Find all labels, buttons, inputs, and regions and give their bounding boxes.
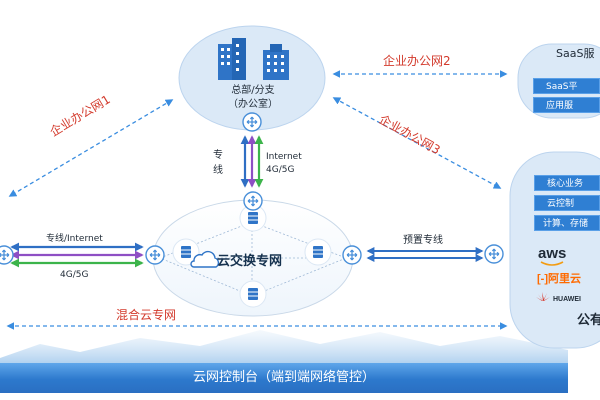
cloud-network-console-bar: 云网控制台（端到端网络管控） — [0, 363, 568, 393]
ground-glow — [0, 330, 568, 363]
hq-router-icon — [242, 112, 262, 132]
aliyun-logo-text: 阿里云 — [548, 273, 581, 285]
console-label: 云网控制台（端到端网络管控） — [192, 370, 375, 385]
core-business-bar: 核心业务 — [534, 175, 600, 191]
office-net-2-label: 企业办公网2 — [383, 54, 451, 68]
hybrid-cloud-label: 混合云专网 — [116, 308, 177, 322]
saas-app-service-bar: 应用服 — [533, 97, 600, 113]
building-icon-2 — [263, 44, 289, 80]
left-4g5g-label: 4G/5G — [60, 270, 89, 280]
aws-logo: aws — [538, 245, 567, 262]
database-icon-right — [304, 238, 332, 266]
compute-storage-bar: 计算、存储 — [534, 215, 600, 231]
huawei-flower-icon — [536, 292, 550, 301]
building-icon — [218, 38, 246, 80]
left-dedicated-internet-label: 专线/Internet — [46, 234, 103, 244]
aws-smile-icon — [540, 261, 564, 266]
dedicated-line-label-1: 专 — [213, 150, 223, 161]
saas-platform-bar: SaaS平 — [533, 78, 600, 94]
hq-label-line1: 总部/分支 — [231, 85, 275, 96]
saas-title: SaaS服 — [556, 47, 595, 60]
4g5g-label-hq: 4G/5G — [266, 165, 295, 175]
office-net-1-arrow — [8, 99, 174, 197]
huawei-logo: HUAWEI — [553, 296, 581, 303]
public-cloud-router-icon — [484, 244, 504, 264]
internet-label: Internet — [266, 152, 302, 162]
preset-line-label: 预置专线 — [403, 235, 443, 246]
hq-label-line2: （办公室） — [228, 99, 278, 110]
core-router-top-icon — [243, 191, 263, 211]
hq-label: 总部/分支 （办公室） — [213, 84, 293, 112]
office-net-3-arrow — [332, 97, 502, 189]
aliyun-logo: [-]阿里云 — [537, 274, 581, 285]
aliyun-bracket-icon: [-] — [537, 273, 548, 285]
public-cloud-label: 公有 — [577, 313, 600, 328]
dedicated-line-label-2: 线 — [213, 165, 223, 176]
cloud-control-bar: 云控制 — [534, 195, 600, 211]
core-router-right-icon — [342, 245, 362, 265]
core-network-label: 云交换专网 — [217, 254, 283, 269]
left-edge-router-icon — [0, 245, 14, 265]
database-icon-bottom — [239, 280, 267, 308]
core-router-left-icon — [145, 245, 165, 265]
